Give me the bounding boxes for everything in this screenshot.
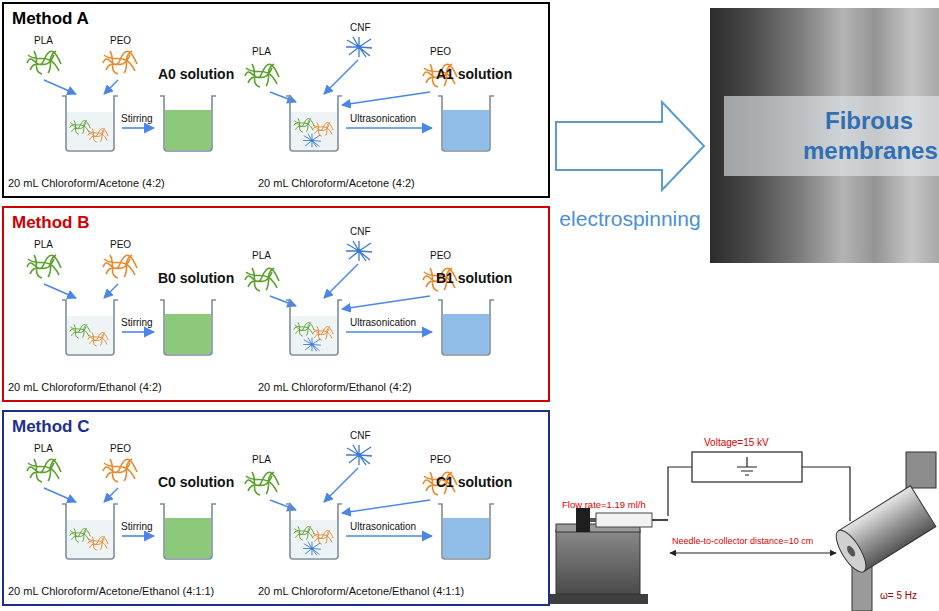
- component-label: PLA: [34, 239, 53, 251]
- method-title: Method C: [12, 417, 89, 437]
- photo-band: Fibrous membranes: [724, 96, 939, 176]
- parameter-label: Flow rate=1.19 ml/h: [562, 499, 646, 510]
- syringe-pump: [556, 530, 640, 594]
- component-label: PEO: [430, 46, 451, 58]
- method-panel: Method A: [2, 2, 550, 198]
- component-label: PEO: [110, 35, 131, 47]
- wire: [802, 467, 850, 521]
- solution-label: A1 solution: [436, 66, 512, 83]
- step-label: Stirring: [121, 317, 153, 329]
- arrow-label: electrospinning: [557, 206, 702, 231]
- solution-label: B1 solution: [436, 270, 512, 287]
- solvent-label: 20 mL Chloroform/Acetone/Ethanol (4:1:1): [8, 585, 214, 598]
- solvent-label: 20 mL Chloroform/Acetone (4:2): [8, 177, 165, 190]
- component-label: PLA: [252, 250, 271, 262]
- component-label: PEO: [430, 250, 451, 262]
- step-label: Stirring: [121, 113, 153, 125]
- component-label: PEO: [110, 443, 131, 455]
- process-arrow: [556, 102, 704, 190]
- motor-block: [906, 452, 936, 488]
- solution-label: C1 solution: [436, 474, 512, 491]
- component-label: CNF: [350, 22, 371, 34]
- component-label: PLA: [252, 46, 271, 58]
- step-label: Ultrasonication: [350, 317, 416, 329]
- pump-base: [550, 594, 648, 604]
- component-label: PEO: [430, 454, 451, 466]
- needle: [652, 519, 668, 521]
- method-title: Method B: [12, 213, 89, 233]
- collector-stand: [852, 566, 872, 611]
- component-label: PEO: [110, 239, 131, 251]
- step-label: Ultrasonication: [350, 521, 416, 533]
- component-label: CNF: [350, 430, 371, 442]
- voltage-source: [692, 452, 802, 482]
- solution-label: A0 solution: [158, 66, 234, 83]
- solvent-label: 20 mL Chloroform/Acetone (4:2): [258, 177, 415, 190]
- component-label: CNF: [350, 226, 371, 238]
- ground-symbol: [737, 457, 757, 475]
- solvent-label: 20 mL Chloroform/Ethanol (4:2): [258, 381, 412, 394]
- solvent-label: 20 mL Chloroform/Ethanol (4:2): [8, 381, 162, 394]
- wire: [668, 467, 692, 516]
- method-panel: Method C: [2, 410, 550, 606]
- electrospinning-setup: [550, 452, 936, 611]
- component-label: PLA: [252, 454, 271, 466]
- method-title: Method A: [12, 9, 89, 29]
- plunger-rod: [590, 518, 596, 522]
- component-label: PLA: [34, 443, 53, 455]
- parameter-label: Voltage=15 kV: [704, 437, 769, 449]
- solvent-label: 20 mL Chloroform/Acetone/Ethanol (4:1:1): [258, 585, 464, 598]
- step-label: Ultrasonication: [350, 113, 416, 125]
- parameter-label: ω= 5 Hz: [880, 590, 917, 602]
- method-b-artwork: [27, 241, 494, 355]
- component-label: PLA: [34, 35, 53, 47]
- method-panel: Method B: [2, 206, 550, 402]
- step-label: Stirring: [121, 521, 153, 533]
- pump-pusher: [576, 508, 590, 532]
- syringe-barrel: [596, 513, 652, 527]
- solution-label: C0 solution: [158, 474, 234, 491]
- method-c-artwork: [27, 445, 494, 559]
- drum-collector: [831, 486, 936, 577]
- parameter-label: Needle-to-collector distance=10 cm: [672, 536, 813, 547]
- method-a-artwork: [27, 37, 494, 151]
- distance-arrow: [670, 552, 836, 553]
- photo-caption: Fibrous membranes: [803, 106, 935, 166]
- membrane-photo: Fibrous membranes: [710, 8, 939, 263]
- solution-label: B0 solution: [158, 270, 234, 287]
